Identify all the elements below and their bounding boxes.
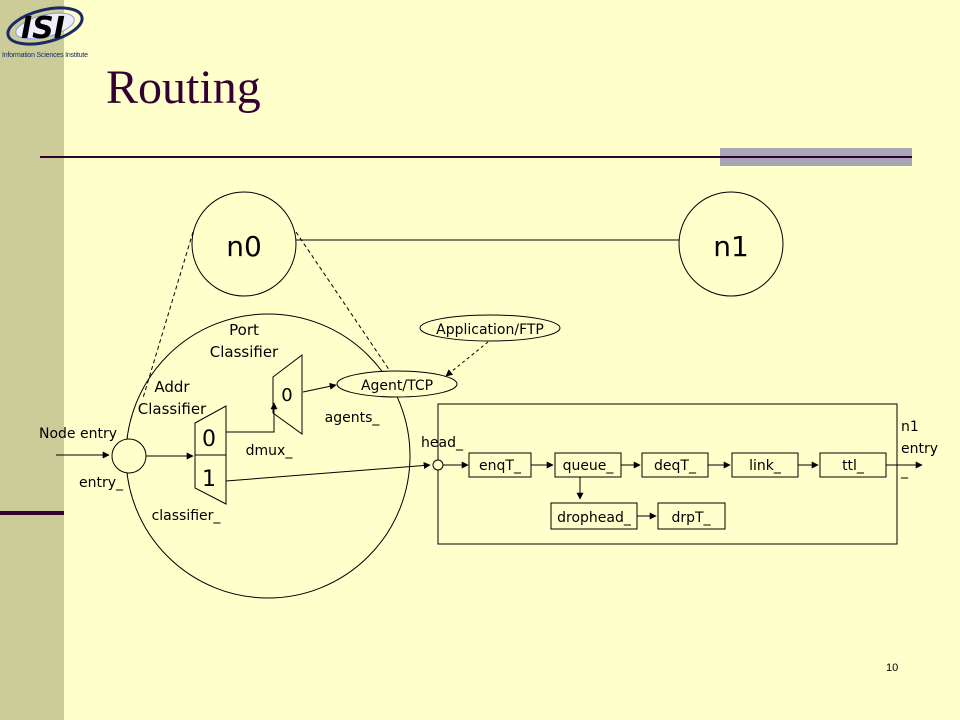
- node-n0-label: n0: [226, 230, 262, 263]
- drpt-box[interactable]: [657, 502, 726, 530]
- isi-logo-icon: ISI: [6, 6, 84, 46]
- queue-box[interactable]: [554, 452, 622, 478]
- classifier-to-head-arrow: [225, 462, 431, 482]
- n1-entry-label-line2: entry: [901, 441, 938, 457]
- app-to-agent-arrow: [445, 341, 489, 377]
- entry-label: entry_: [79, 475, 124, 491]
- link-box[interactable]: [731, 452, 799, 478]
- head-connector: [432, 459, 444, 471]
- application-ftp-ellipse[interactable]: [419, 314, 561, 342]
- dmux-to-agent-arrow: [302, 382, 337, 393]
- ttl-box[interactable]: [819, 452, 887, 478]
- n1-entry-label-line1: n1: [901, 419, 919, 435]
- title-rule: [40, 156, 912, 158]
- title-rule-overlay: [720, 156, 912, 158]
- dmux-classifier[interactable]: [272, 353, 303, 435]
- dmux-label: dmux_: [246, 443, 294, 459]
- link-container: [437, 403, 898, 545]
- n1-entry-label-line3: _: [900, 463, 909, 479]
- agents-label: agents_: [325, 410, 381, 426]
- entry-point-circle[interactable]: [111, 438, 147, 474]
- slide-title: Routing: [106, 61, 261, 114]
- node-entry-label: Node entry: [39, 426, 117, 442]
- deqt-box[interactable]: [641, 452, 709, 478]
- head-label: head_: [421, 435, 464, 451]
- logo-subtitle: Information Sciences Institute: [2, 52, 88, 59]
- addr-classifier-label-line2: Classifier: [138, 400, 207, 418]
- zoom-line-left: [142, 231, 194, 399]
- addr-classifier-label-line1: Addr: [154, 378, 190, 396]
- agent-tcp-ellipse[interactable]: [336, 370, 458, 398]
- page-number: 10: [886, 662, 899, 674]
- node-n1-label: n1: [713, 230, 749, 263]
- ttl-label: ttl_: [842, 458, 865, 474]
- queue-label: queue_: [563, 458, 615, 474]
- zoom-line-right: [295, 231, 393, 375]
- isi-logo: ISI Information Sciences Institute: [2, 2, 94, 64]
- port-classifier-label-line1: Port: [229, 321, 259, 339]
- enqt-label: enqT_: [479, 458, 522, 474]
- node-n1-circle[interactable]: [678, 191, 784, 297]
- application-ftp-label: Application/FTP: [436, 322, 544, 338]
- classifier-to-dmux-arrow: [226, 402, 278, 433]
- classifier-slot-1: 1: [202, 467, 216, 492]
- agent-tcp-label: Agent/TCP: [361, 378, 433, 394]
- logo-mark-text: ISI: [21, 11, 65, 46]
- port-classifier-label-line2: Classifier: [210, 343, 279, 361]
- link-label: link_: [749, 458, 782, 474]
- dmux-slot-0: 0: [281, 385, 292, 406]
- deqt-label: deqT_: [654, 458, 697, 474]
- drophead-label: drophead_: [557, 510, 632, 526]
- sidebar-accent-line: [0, 511, 64, 515]
- node-n0-circle[interactable]: [191, 191, 297, 297]
- left-sidebar-bar: [0, 0, 64, 720]
- drpt-label: drpT_: [671, 510, 711, 526]
- classifier-label: classifier_: [152, 508, 222, 524]
- classifier-slot-0: 0: [202, 427, 216, 452]
